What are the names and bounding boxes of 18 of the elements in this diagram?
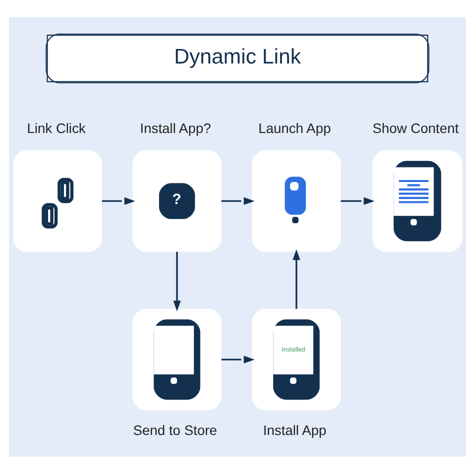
arrow: [101, 197, 135, 205]
arrow: [172, 252, 180, 312]
node-box: [372, 150, 462, 252]
arrow: [340, 197, 374, 205]
arrow: [292, 249, 300, 309]
node-label: Install App: [262, 423, 326, 438]
node-box: [252, 150, 340, 252]
node-box: ?: [132, 150, 221, 252]
node-label: Send to Store: [132, 423, 217, 438]
node-label: Install App?: [140, 120, 210, 136]
arrow: [220, 197, 254, 205]
node-box: [132, 308, 221, 410]
node-label: Link Click: [26, 120, 86, 136]
node-box: [12, 150, 102, 252]
diagram-title: Dynamic Link: [174, 46, 300, 69]
node-label: Launch App: [258, 120, 330, 136]
arrow: [220, 356, 254, 364]
node-label: Show Content: [372, 120, 458, 136]
